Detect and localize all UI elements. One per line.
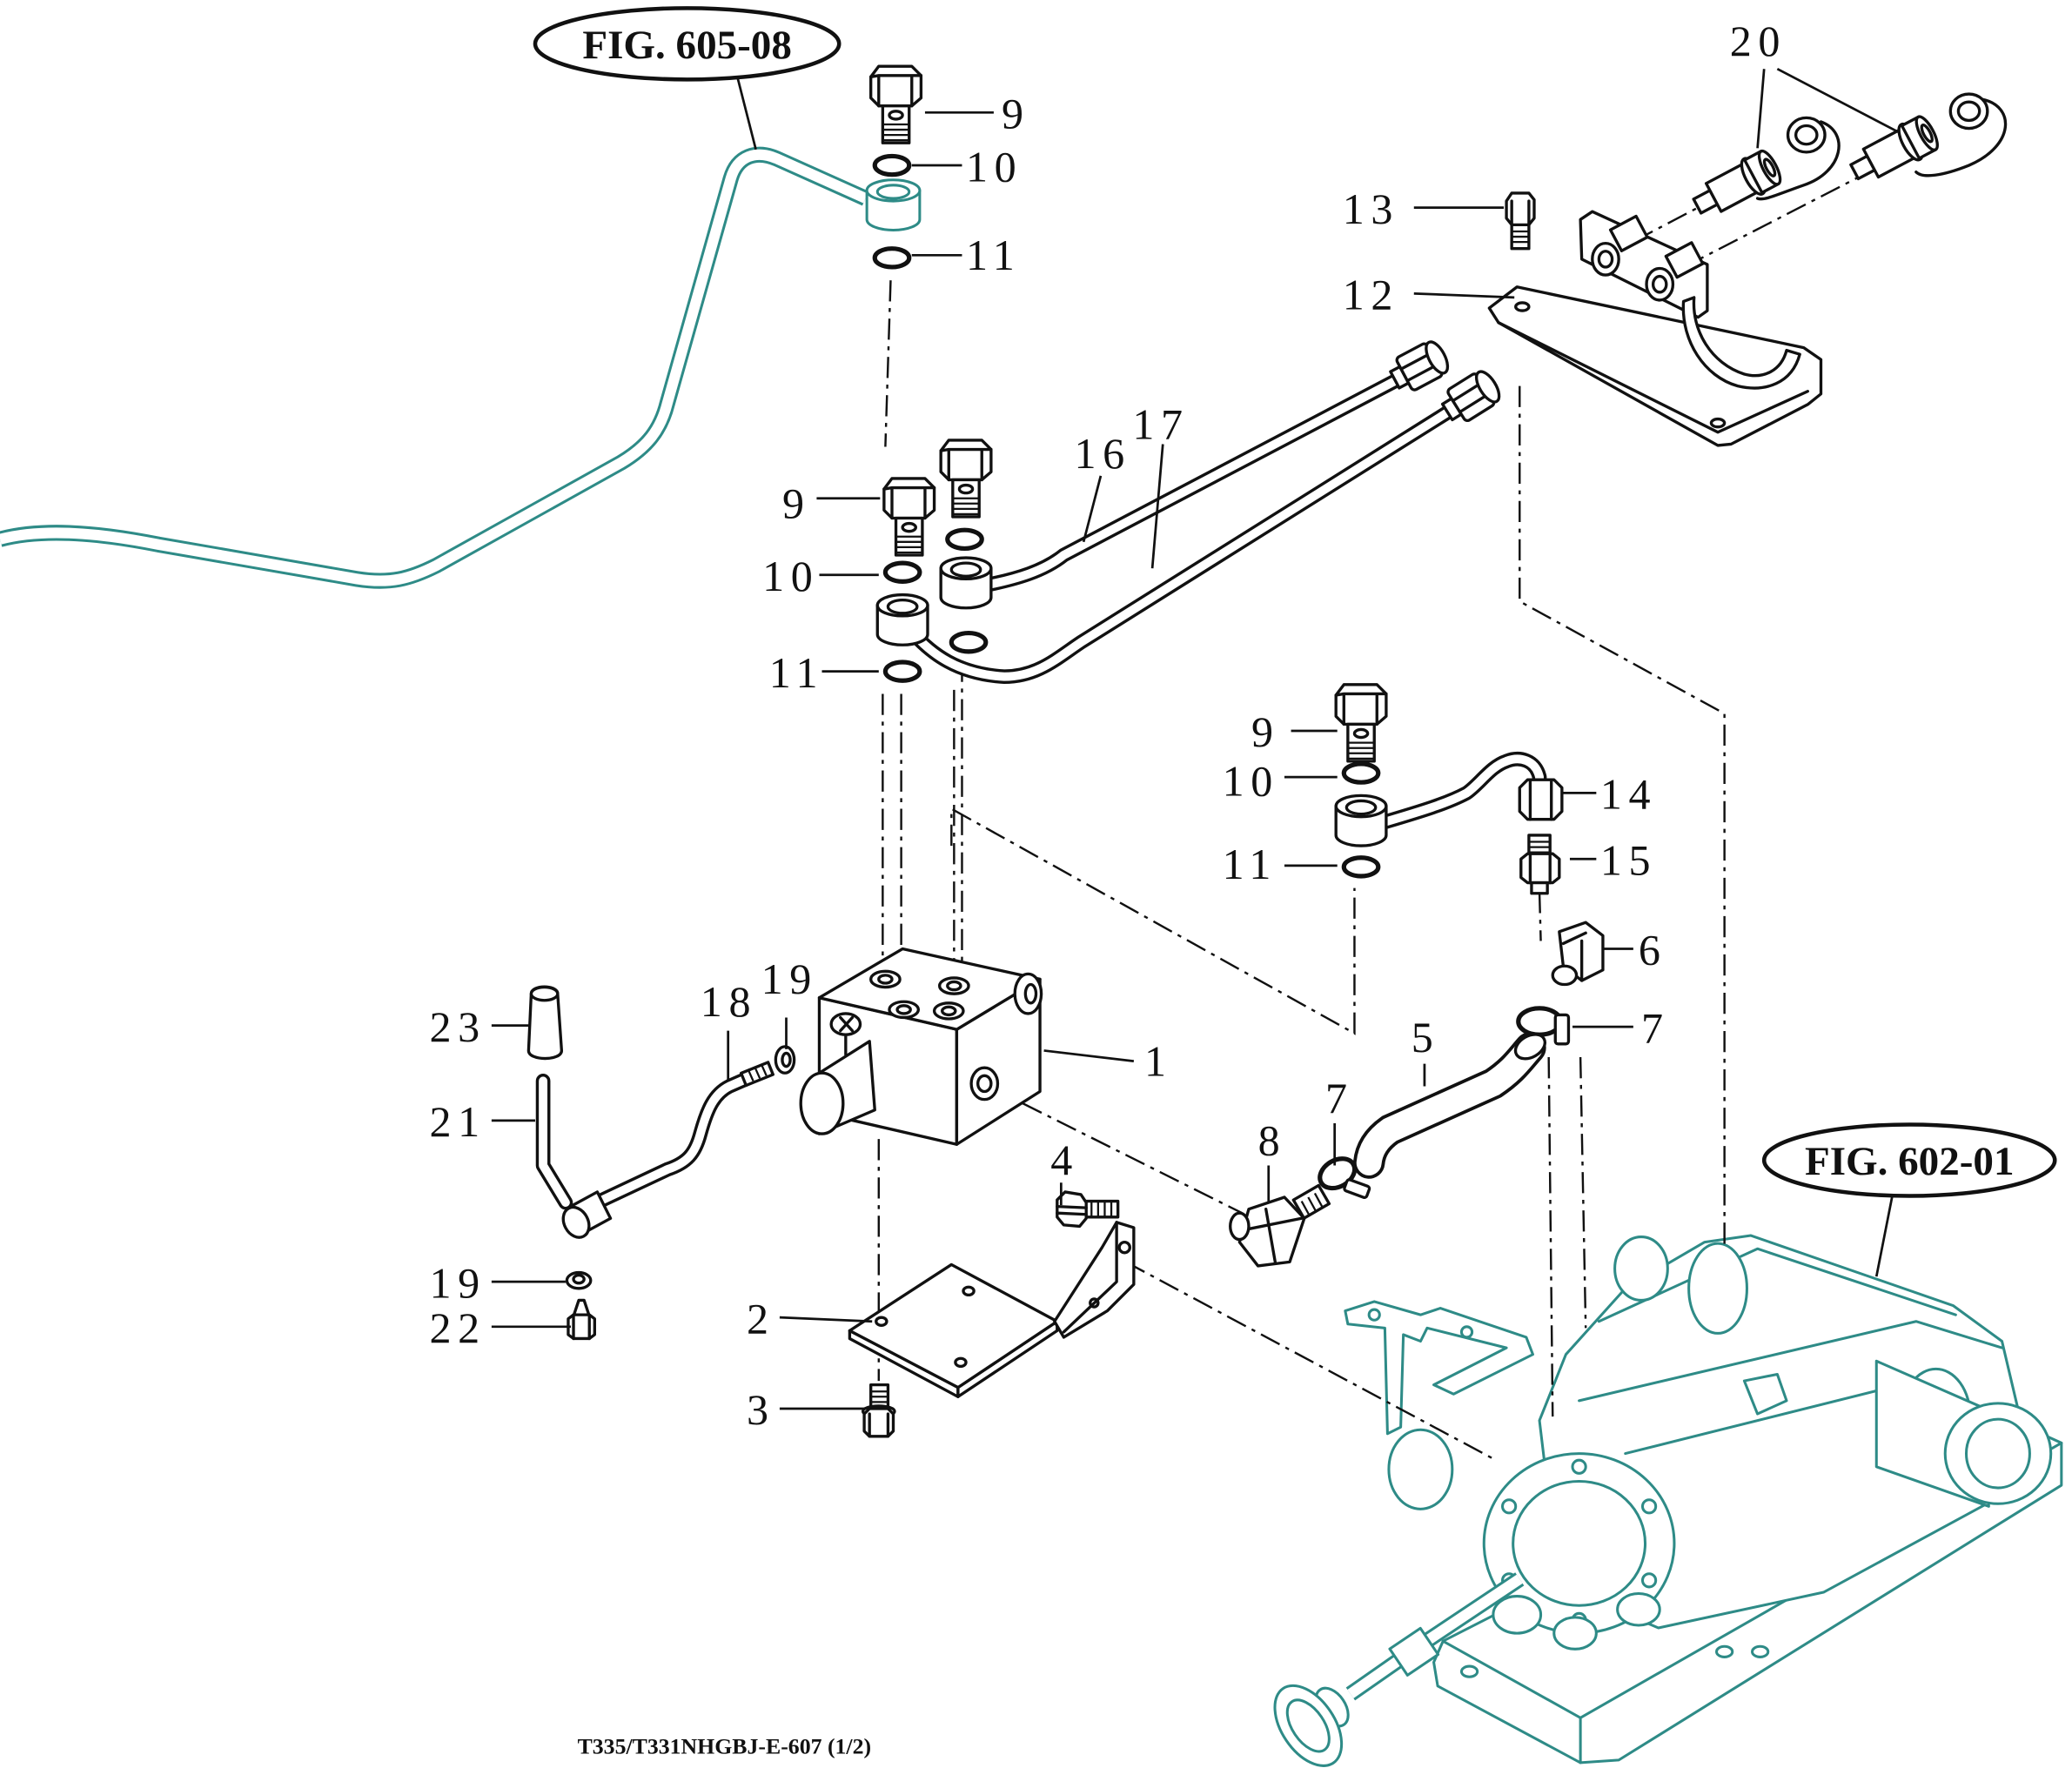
sealing-washer xyxy=(951,633,985,652)
callout-number: 10 xyxy=(966,142,1023,191)
banjo-bolt xyxy=(882,477,936,557)
figure-reference-label: FIG. 605-08 xyxy=(582,23,792,68)
callout-number: 17 xyxy=(1132,399,1189,448)
nut xyxy=(774,1045,796,1075)
sealing-washer xyxy=(948,530,982,548)
callout-number: 1 xyxy=(1144,1036,1173,1085)
banjo-fitting xyxy=(1334,794,1388,847)
quick-coupler xyxy=(1849,115,1939,181)
hydraulic-pipe-14 xyxy=(1378,752,1564,830)
valve-block xyxy=(799,947,1043,1146)
callout-number: 4 xyxy=(1050,1135,1079,1184)
coupler-bracket xyxy=(1487,210,1823,447)
sealing-washer xyxy=(885,563,919,581)
callout-number: 22 xyxy=(430,1303,486,1352)
bracket-bolt xyxy=(1505,191,1536,251)
dust-cap xyxy=(1914,92,2007,177)
callout-number: 19 xyxy=(761,954,818,1003)
transmission-housing-reference xyxy=(1273,1234,2063,1767)
callout-number: 11 xyxy=(1223,840,1277,888)
hydraulic-pipe-16 xyxy=(976,336,1454,593)
sealing-washer xyxy=(875,156,909,174)
callout-number: 5 xyxy=(1412,1013,1440,1061)
banjo-bolt xyxy=(869,64,923,144)
banjo-fitting xyxy=(875,593,929,646)
callout-number: 7 xyxy=(1641,1003,1670,1052)
lever-rod-18 xyxy=(595,1061,774,1208)
sealing-washer xyxy=(1344,858,1378,876)
callout-number: 7 xyxy=(1325,1074,1354,1122)
adapter-fitting xyxy=(1519,834,1561,895)
elbow-fitting xyxy=(1551,921,1605,987)
callout-number: 20 xyxy=(1730,17,1787,65)
rubber-hose xyxy=(1352,1032,1546,1179)
callout-number: 19 xyxy=(430,1258,486,1307)
callout-number: 11 xyxy=(769,648,824,697)
callout-number: 13 xyxy=(1343,184,1399,233)
callout-number: 11 xyxy=(966,231,1021,279)
callout-number: 10 xyxy=(1223,756,1279,805)
nut xyxy=(565,1270,593,1290)
banjo-bolt xyxy=(1334,683,1388,763)
reference-banjo-fitting xyxy=(865,178,922,231)
figure-reference-badge: FIG. 602-01 xyxy=(1761,1122,2057,1198)
leader-lines xyxy=(491,67,1900,1410)
figure-reference-label: FIG. 602-01 xyxy=(1805,1139,2015,1184)
reference-pipe xyxy=(0,146,869,589)
sealing-washer xyxy=(885,662,919,680)
callout-number: 21 xyxy=(430,1097,486,1146)
callout-number: 6 xyxy=(1639,926,1667,974)
figure-reference-badge: FIG. 605-08 xyxy=(533,6,842,82)
dust-cap xyxy=(1755,116,1841,201)
callout-labels: 9 10 11 20 13 12 16 17 9 10 11 9 10 11 1… xyxy=(430,17,1787,1434)
hydraulic-pipe-17 xyxy=(904,365,1506,685)
quick-coupler xyxy=(1692,149,1782,215)
lever-rod-21 xyxy=(535,1074,613,1239)
callout-number: 15 xyxy=(1600,835,1657,884)
callout-number: 10 xyxy=(762,552,819,600)
banjo-bolt xyxy=(939,439,993,519)
hose-clamp xyxy=(1318,1156,1371,1199)
screw xyxy=(567,1298,596,1341)
sealing-washer xyxy=(1344,764,1378,782)
drawing-code: T335/T331NHGBJ-E-607 (1/2) xyxy=(578,1733,872,1758)
callout-number: 3 xyxy=(747,1385,775,1434)
callout-number: 23 xyxy=(430,1002,486,1051)
callout-number: 14 xyxy=(1600,770,1657,819)
callout-number: 12 xyxy=(1343,271,1399,319)
knob xyxy=(526,985,564,1061)
sealing-washer xyxy=(875,249,909,267)
callout-number: 9 xyxy=(782,479,811,527)
valve-mounting-bracket xyxy=(848,1221,1136,1398)
elbow-fitting xyxy=(1229,1183,1331,1268)
bolt xyxy=(1056,1190,1120,1229)
callout-number: 18 xyxy=(701,977,757,1026)
callout-number: 9 xyxy=(1251,707,1280,756)
callout-number: 2 xyxy=(747,1294,775,1343)
callout-number: 16 xyxy=(1075,429,1131,478)
callout-number: 9 xyxy=(1002,90,1030,138)
banjo-fitting xyxy=(939,556,993,610)
callout-number: 8 xyxy=(1258,1115,1287,1164)
bolt xyxy=(861,1383,896,1438)
